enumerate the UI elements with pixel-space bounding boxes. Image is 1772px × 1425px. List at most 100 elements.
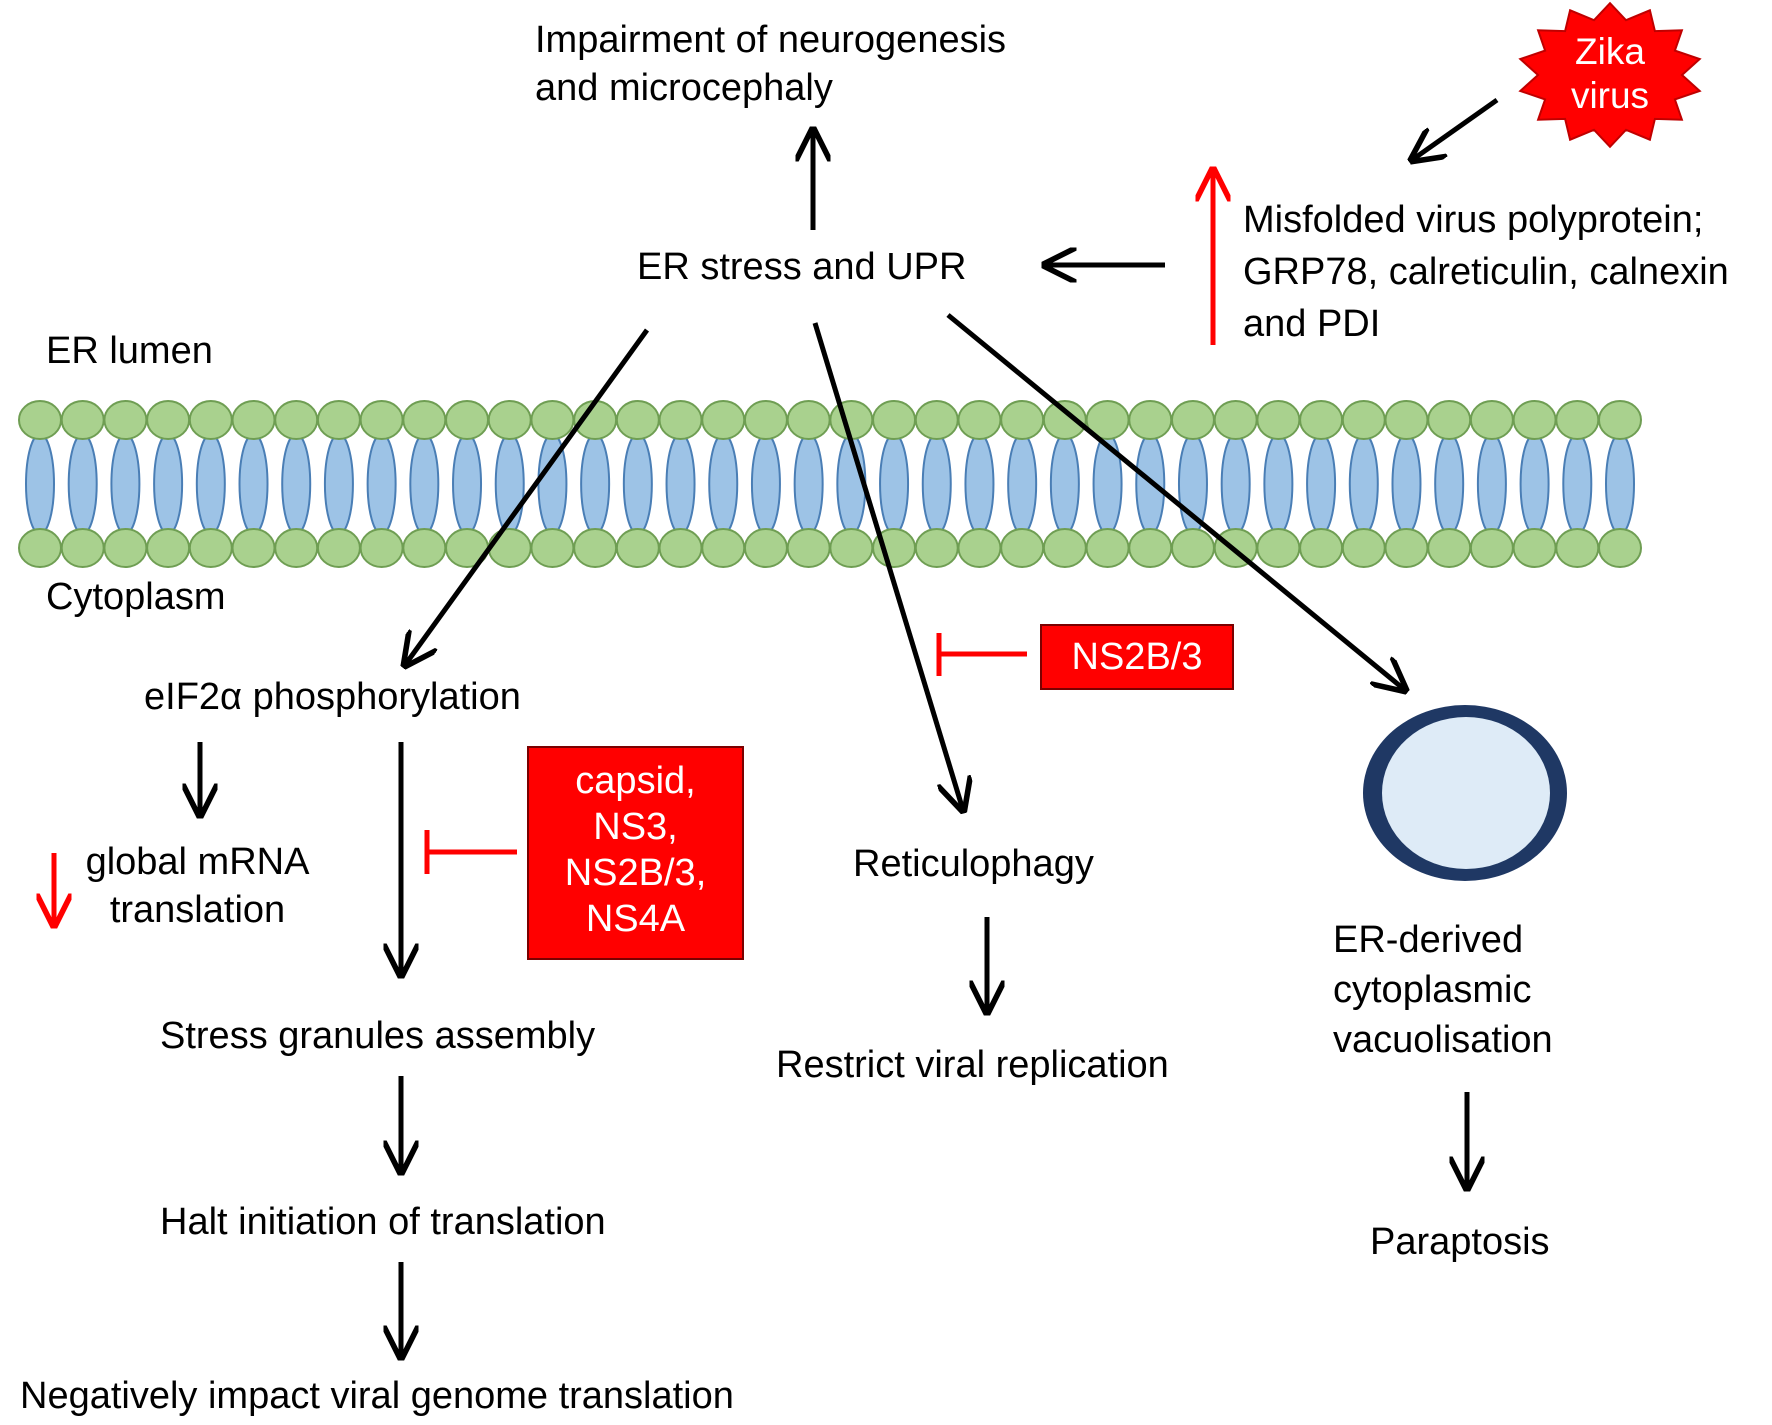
lipid-head-cytoplasm bbox=[1128, 528, 1173, 568]
er-derived-line-3: vacuolisation bbox=[1333, 1019, 1553, 1061]
eif2a-node: eIF2α phosphorylation bbox=[144, 676, 521, 718]
lipid-tail bbox=[281, 433, 312, 535]
lipid-head-cytoplasm bbox=[1384, 528, 1429, 568]
misfolded-line-2: GRP78, calreticulin, calnexin bbox=[1243, 251, 1729, 293]
lipid-head-lumen bbox=[103, 400, 148, 440]
lipid-head-cytoplasm bbox=[402, 528, 447, 568]
lipid-tail bbox=[1220, 433, 1251, 535]
lipid-head-lumen bbox=[1384, 400, 1429, 440]
lipid-tail bbox=[1263, 433, 1294, 535]
lipid-head-cytoplasm bbox=[1042, 528, 1087, 568]
lipid-head-cytoplasm bbox=[786, 528, 831, 568]
lipid-tail bbox=[25, 433, 55, 535]
misfolded-line-1: Misfolded virus polyprotein; bbox=[1243, 199, 1704, 241]
lipid-tail bbox=[1519, 433, 1550, 535]
lipid-head-lumen bbox=[658, 400, 703, 440]
lipid-head-cytoplasm bbox=[231, 528, 276, 568]
lipid-head-lumen bbox=[786, 400, 831, 440]
lipid-head-cytoplasm bbox=[359, 528, 404, 568]
lipid-head-lumen bbox=[1341, 400, 1386, 440]
impairment-line-1: Impairment of neurogenesis bbox=[535, 19, 1007, 61]
lipid-head-cytoplasm bbox=[60, 528, 105, 568]
lipid-head-lumen bbox=[1256, 400, 1301, 440]
lipid-head-cytoplasm bbox=[530, 528, 575, 568]
lipid-head-cytoplasm bbox=[957, 528, 1002, 568]
paraptosis-node: Paraptosis bbox=[1370, 1221, 1550, 1263]
lipid-head-lumen bbox=[1170, 400, 1215, 440]
lipid-head-lumen bbox=[1299, 400, 1344, 440]
lipid-head-lumen bbox=[274, 400, 319, 440]
global-mrna-node: global mRNA translation bbox=[70, 838, 325, 934]
viral-protein-ns2b3: NS2B/3, bbox=[564, 852, 707, 894]
lipid-head-cytoplasm bbox=[1000, 528, 1045, 568]
lipid-head-cytoplasm bbox=[573, 528, 618, 568]
lipid-head-cytoplasm bbox=[1341, 528, 1386, 568]
viral-protein-ns4a: NS4A bbox=[585, 898, 686, 940]
lipid-head-lumen bbox=[1598, 400, 1642, 440]
lipid-tail bbox=[665, 433, 696, 535]
lipid-head-cytoplasm bbox=[487, 528, 532, 568]
er-stress-node: ER stress and UPR bbox=[637, 246, 967, 288]
lipid-head-lumen bbox=[487, 400, 532, 440]
inhibit-ns2b3-reticulophagy bbox=[936, 633, 1027, 676]
lipid-head-lumen bbox=[1469, 400, 1514, 440]
lipid-tail bbox=[1476, 433, 1507, 535]
viral-proteins-inhibitor-box: capsid, NS3, NS2B/3, NS4A bbox=[527, 746, 744, 960]
zika-virus-line-1: Zika bbox=[1575, 31, 1645, 72]
stress-granules-node: Stress granules assembly bbox=[160, 1015, 596, 1057]
lipid-head-cytoplasm bbox=[1598, 528, 1642, 568]
lipid-head-lumen bbox=[615, 400, 660, 440]
vacuole-inner bbox=[1382, 717, 1550, 869]
impairment-node: Impairment of neurogenesis and microceph… bbox=[535, 16, 1006, 112]
zika-virus-starburst-icon bbox=[1518, 1, 1702, 149]
lipid-head-cytoplasm bbox=[1427, 528, 1472, 568]
lipid-tail bbox=[708, 433, 739, 535]
misfolded-line-3: and PDI bbox=[1243, 303, 1381, 345]
lipid-head-cytoplasm bbox=[1512, 528, 1557, 568]
lipid-head-cytoplasm bbox=[103, 528, 148, 568]
lipid-head-lumen bbox=[914, 400, 959, 440]
lipid-tail bbox=[67, 433, 98, 535]
lipid-head-lumen bbox=[1000, 400, 1045, 440]
lipid-tail bbox=[1562, 433, 1593, 535]
lipid-head-lumen bbox=[829, 400, 874, 440]
misfolded-node: Misfolded virus polyprotein; GRP78, calr… bbox=[1243, 194, 1729, 350]
arrow-er-stress-to-vacuole bbox=[946, 313, 1405, 690]
lipid-head-cytoplasm bbox=[1170, 528, 1215, 568]
lipid-head-cytoplasm bbox=[316, 528, 361, 568]
lipid-tail bbox=[110, 433, 141, 535]
lipid-tail bbox=[366, 433, 397, 535]
lipid-head-lumen bbox=[1213, 400, 1258, 440]
lipid-head-cytoplasm bbox=[829, 528, 874, 568]
lipid-head-lumen bbox=[1128, 400, 1173, 440]
lipid-head-cytoplasm bbox=[146, 528, 191, 568]
negatively-node: Negatively impact viral genome translati… bbox=[20, 1375, 734, 1417]
reticulophagy-node: Reticulophagy bbox=[853, 843, 1094, 885]
lipid-tail bbox=[1605, 433, 1635, 535]
arrow-er-stress-to-eif2a bbox=[405, 328, 650, 665]
arrow-virus-to-misfolded bbox=[1412, 97, 1499, 160]
lipid-tail bbox=[622, 433, 653, 535]
lipid-head-lumen bbox=[1427, 400, 1472, 440]
arrow-er-stress-to-reticulophagy bbox=[812, 322, 963, 810]
lipid-head-cytoplasm bbox=[1085, 528, 1130, 568]
lipid-tail bbox=[921, 433, 952, 535]
lipid-head-cytoplasm bbox=[615, 528, 660, 568]
lipid-tail bbox=[1007, 433, 1038, 535]
lipid-tail bbox=[195, 433, 226, 535]
lipid-head-cytoplasm bbox=[1256, 528, 1301, 568]
lipid-head-lumen bbox=[743, 400, 788, 440]
lipid-head-cytoplasm bbox=[658, 528, 703, 568]
er-membrane-bilayer bbox=[18, 400, 1642, 568]
lipid-head-lumen bbox=[445, 400, 490, 440]
global-mrna-line-2: translation bbox=[109, 889, 286, 931]
impairment-line-2: and microcephaly bbox=[535, 67, 833, 109]
lipid-tail bbox=[964, 433, 995, 535]
lipid-head-lumen bbox=[1555, 400, 1600, 440]
lipid-head-lumen bbox=[60, 400, 105, 440]
er-lumen-label: ER lumen bbox=[46, 330, 213, 372]
lipid-head-lumen bbox=[18, 400, 62, 440]
halt-node: Halt initiation of translation bbox=[160, 1201, 606, 1243]
viral-protein-ns3: NS3, bbox=[593, 806, 678, 848]
